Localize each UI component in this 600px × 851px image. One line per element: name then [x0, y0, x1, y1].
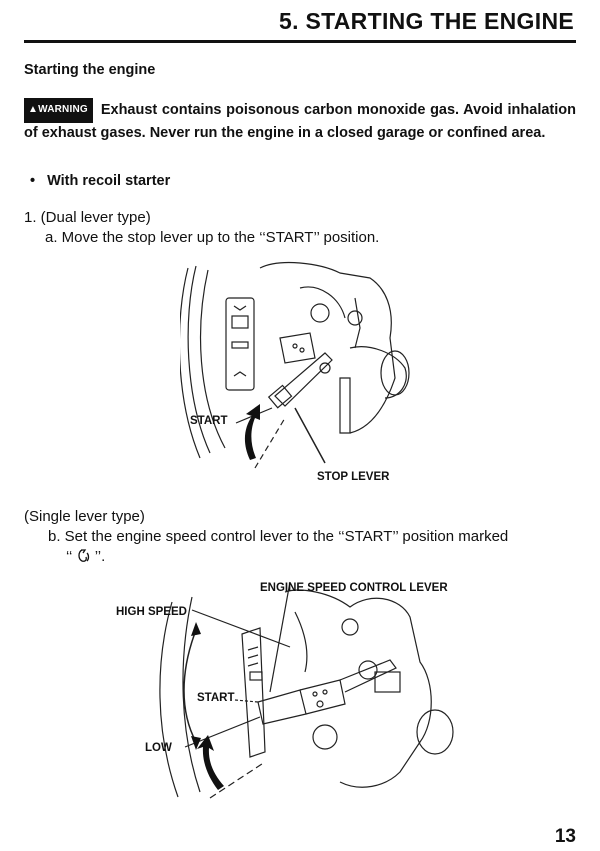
- figure-dual-lever: START STOP LEVER: [178, 258, 440, 490]
- up-arrow-icon: [244, 404, 260, 460]
- step-2: (Single lever type) b. Set the engine sp…: [24, 507, 508, 567]
- label-start: START: [190, 415, 228, 427]
- bullet-dot: •: [30, 173, 36, 189]
- header-rule: [24, 40, 576, 43]
- step-1-heading: 1. (Dual lever type): [24, 209, 151, 226]
- control-plate: [241, 627, 266, 758]
- single-lever-illustration: [159, 581, 454, 799]
- warning-text: Exhaust contains poisonous carbon monoxi…: [24, 102, 576, 141]
- range-arrow: [183, 629, 197, 743]
- warning-badge: ▲WARNING: [24, 98, 93, 123]
- choke-icon: [77, 549, 89, 562]
- section-title: Starting the engine: [24, 62, 156, 78]
- warning-triangle-icon: ▲: [28, 104, 39, 115]
- figure-single-lever: ENGINE SPEED CONTROL LEVER HIGH SPEED ST…: [100, 572, 470, 812]
- label-low: LOW: [145, 742, 172, 754]
- arrow-down-head-icon: [191, 736, 201, 750]
- step-1: 1. (Dual lever type) a. Move the stop le…: [24, 208, 379, 248]
- stop-lever-shape: [274, 352, 333, 407]
- step-2-heading: (Single lever type): [24, 508, 145, 525]
- page-number: 13: [554, 826, 576, 847]
- bullet-item: • With recoil starter: [30, 173, 170, 189]
- step-2-instruction: b. Set the engine speed control lever to…: [48, 528, 509, 545]
- speed-lever-shape: [257, 689, 307, 725]
- bullet-text: With recoil starter: [47, 173, 171, 189]
- warning-badge-label: WARNING: [38, 104, 88, 115]
- tank-curve: [178, 267, 201, 459]
- step-1-instruction: a. Move the stop lever up to the ‘‘START…: [45, 229, 380, 246]
- arrow-up-head-icon: [191, 622, 201, 636]
- label-start: START: [197, 692, 235, 704]
- dual-lever-illustration: [178, 261, 410, 469]
- label-stop-lever: STOP LEVER: [317, 471, 390, 483]
- label-high-speed: HIGH SPEED: [116, 606, 187, 618]
- up-arrow-icon: [197, 735, 224, 790]
- label-engine-speed-control-lever: ENGINE SPEED CONTROL LEVER: [260, 582, 448, 594]
- chapter-title: 5. STARTING THE ENGINE: [279, 8, 574, 34]
- control-plate: [225, 297, 255, 391]
- step-2-instruction-cont: ‘‘ ’’.: [66, 548, 106, 565]
